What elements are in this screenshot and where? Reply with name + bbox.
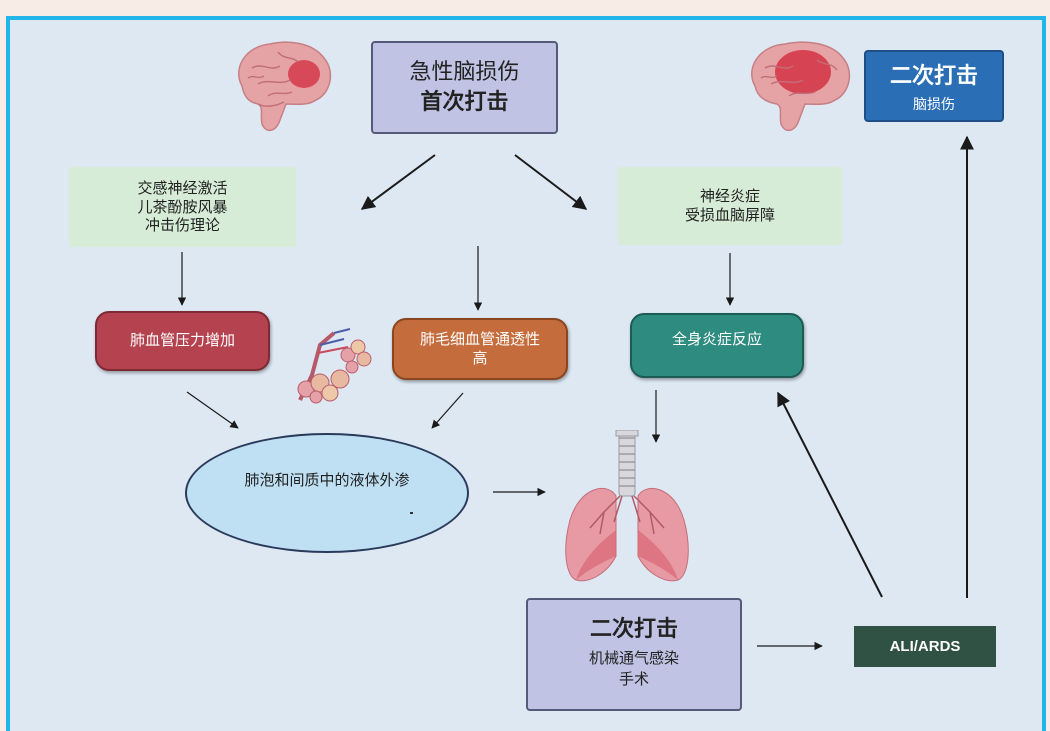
arrow-primary-to-sympathetic	[362, 155, 435, 209]
arrow-primary-to-neuroinflammation	[515, 155, 586, 209]
arrow-permeability-to-ellipse	[432, 393, 463, 428]
arrow-pressure-to-ellipse	[187, 392, 238, 428]
arrow-ali-to-systemic	[778, 393, 882, 597]
